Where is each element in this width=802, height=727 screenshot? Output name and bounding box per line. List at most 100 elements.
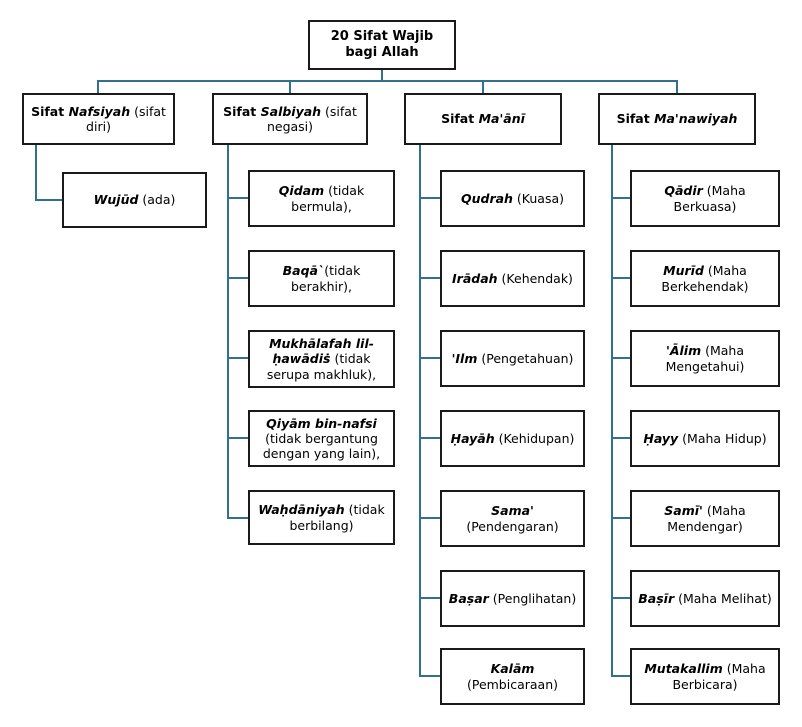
category-name: Nafsiyah [68, 103, 131, 119]
attribute-label: Sama' (Pendengaran) [447, 503, 578, 534]
attribute-node-basar: Baṣar (Penglihatan) [440, 570, 585, 627]
attribute-label: Wujūd (ada) [94, 192, 176, 207]
attribute-name: Ḥayy [643, 430, 679, 446]
attribute-label: Qiyām bin-nafsi (tidak bergantung dengan… [255, 416, 388, 462]
attribute-translation: (Penglihatan) [488, 590, 577, 606]
attribute-label: Murīd (Maha Berkehendak) [637, 263, 773, 294]
attribute-label: Qidam (tidak bermula), [255, 183, 388, 214]
attribute-translation: (tidak berbilang) [289, 502, 385, 533]
root-bus-connector [97, 69, 678, 94]
attribute-label: 'Ilm (Pengetahuan) [452, 351, 574, 366]
column4-spine-connector [611, 144, 631, 677]
attribute-node-alim: 'Ālim (Maha Mengetahui) [630, 330, 780, 387]
attribute-translation: (tidak berakhir), [290, 263, 361, 294]
attribute-translation: (Kehidupan) [494, 430, 575, 446]
attribute-name: 'Ālim [666, 343, 702, 359]
attribute-translation: (Maha Hidup) [678, 430, 767, 446]
category-label: Sifat Ma'nawiyah [617, 111, 738, 126]
attribute-label: Samī' (Maha Mendengar) [637, 503, 773, 534]
category-prefix: Sifat [616, 111, 655, 127]
attribute-node-mukhalafah: Mukhālafah lil-ḥawādiṡ (tidak serupa mak… [248, 330, 395, 388]
attribute-name: Wujūd [93, 192, 139, 208]
category-node-manawiyah: Sifat Ma'nawiyah [598, 93, 756, 145]
category-label: Sifat Nafsiyah (sifat diri) [29, 104, 168, 135]
category-prefix: Sifat [223, 103, 261, 119]
attribute-label: Waḥdāniyah (tidak berbilang) [255, 502, 388, 533]
attribute-node-qadir: Qādir (Maha Berkuasa) [630, 170, 780, 227]
attribute-node-baqa: Baqā`(tidak berakhir), [248, 250, 395, 307]
attribute-translation: (Pembicaraan) [466, 676, 559, 692]
category-name: Ma'ānī [478, 111, 525, 127]
attribute-translation: (ada) [138, 192, 176, 208]
attribute-translation: (Maha Berbicara) [672, 661, 766, 692]
attribute-translation: (Kuasa) [512, 190, 565, 206]
attribute-node-qidam: Qidam (tidak bermula), [248, 170, 395, 227]
root-node: 20 Sifat Wajib bagi Allah [308, 20, 456, 70]
attribute-translation: (Maha Berkehendak) [661, 263, 749, 294]
attribute-label: Qudrah (Kuasa) [461, 191, 564, 206]
attribute-node-ilm: 'Ilm (Pengetahuan) [440, 330, 585, 387]
attribute-name: Murīd [663, 263, 704, 279]
attribute-name: Samī' [664, 503, 703, 519]
attribute-label: Baṣīr (Maha Melihat) [638, 591, 772, 606]
attribute-name: Waḥdāniyah [258, 502, 345, 518]
attribute-translation: (tidak serupa makhluk), [266, 351, 377, 382]
attribute-node-basir: Baṣīr (Maha Melihat) [630, 570, 780, 627]
category-prefix: Sifat [441, 111, 479, 127]
category-name: Ma'nawiyah [654, 111, 738, 127]
attribute-translation: (Maha Mengetahui) [665, 343, 745, 374]
attribute-node-iradah: Irādah (Kehendak) [440, 250, 585, 307]
attribute-name: Qidam [278, 183, 325, 199]
attribute-label: Ḥayy (Maha Hidup) [643, 431, 766, 446]
attribute-translation: (Maha Mendengar) [667, 503, 746, 534]
attribute-label: Mukhālafah lil-ḥawādiṡ (tidak serupa mak… [255, 336, 388, 382]
attribute-node-wahdaniyah: Waḥdāniyah (tidak berbilang) [248, 490, 395, 545]
column2-spine-connector [227, 144, 249, 519]
category-suffix: (sifat negasi) [266, 103, 357, 134]
category-prefix: Sifat [31, 103, 69, 119]
attribute-node-hayy: Ḥayy (Maha Hidup) [630, 410, 780, 467]
attribute-label: Mutakallim (Maha Berbicara) [637, 661, 773, 692]
attribute-label: Irādah (Kehendak) [452, 271, 573, 286]
category-label: Sifat Ma'ānī [441, 111, 525, 126]
attribute-node-hayah: Ḥayāh (Kehidupan) [440, 410, 585, 467]
attribute-name: 'Ilm [451, 350, 478, 366]
attribute-node-sami: Samī' (Maha Mendengar) [630, 490, 780, 547]
category-name: Salbiyah [260, 103, 322, 119]
column3-spine-connector [419, 144, 441, 677]
category-node-maani: Sifat Ma'ānī [404, 93, 562, 145]
attribute-translation: (Maha Berkuasa) [673, 183, 746, 214]
attribute-node-kalam: Kalām (Pembicaraan) [440, 648, 585, 705]
attribute-label: 'Ālim (Maha Mengetahui) [637, 343, 773, 374]
category-label: Sifat Salbiyah (sifat negasi) [219, 104, 361, 135]
attribute-translation: (Maha Melihat) [674, 590, 772, 606]
column1-spine-connector [35, 144, 63, 201]
attribute-node-murid: Murīd (Maha Berkehendak) [630, 250, 780, 307]
attribute-name: Ḥayāh [450, 430, 495, 446]
attribute-node-mutakallim: Mutakallim (Maha Berbicara) [630, 648, 780, 705]
attribute-label: Baṣar (Penglihatan) [449, 591, 576, 606]
attribute-translation: (Kehendak) [497, 270, 573, 286]
category-suffix: (sifat diri) [86, 103, 166, 134]
attribute-name: Baṣar [448, 590, 489, 606]
attribute-name: Mutakallim [644, 661, 723, 677]
attribute-name: Sama' [491, 503, 534, 519]
attribute-label: Ḥayāh (Kehidupan) [451, 431, 575, 446]
attribute-translation: (tidak bermula), [291, 183, 365, 214]
attribute-name: Qiyām bin-nafsi [266, 415, 377, 431]
attribute-label: Qādir (Maha Berkuasa) [637, 183, 773, 214]
attribute-name: Baqā` [282, 263, 325, 279]
attribute-translation: (Pengetahuan) [477, 350, 574, 366]
attribute-name: Qudrah [460, 190, 513, 206]
attribute-name: Baṣīr [638, 590, 675, 606]
attribute-node-qiyam-bin-nafsi: Qiyām bin-nafsi (tidak bergantung dengan… [248, 410, 395, 467]
attribute-name: Irādah [452, 270, 498, 286]
category-node-salbiyah: Sifat Salbiyah (sifat negasi) [212, 93, 368, 145]
attribute-translation: (Pendengaran) [466, 518, 559, 534]
category-node-nafsiyah: Sifat Nafsiyah (sifat diri) [22, 93, 175, 145]
attribute-label: Baqā`(tidak berakhir), [255, 263, 388, 294]
attribute-translation: (tidak bergantung dengan yang lain), [262, 430, 381, 462]
attribute-name: Qādir [664, 183, 703, 199]
attribute-name: Mukhālafah lil-ḥawādiṡ [269, 336, 374, 367]
